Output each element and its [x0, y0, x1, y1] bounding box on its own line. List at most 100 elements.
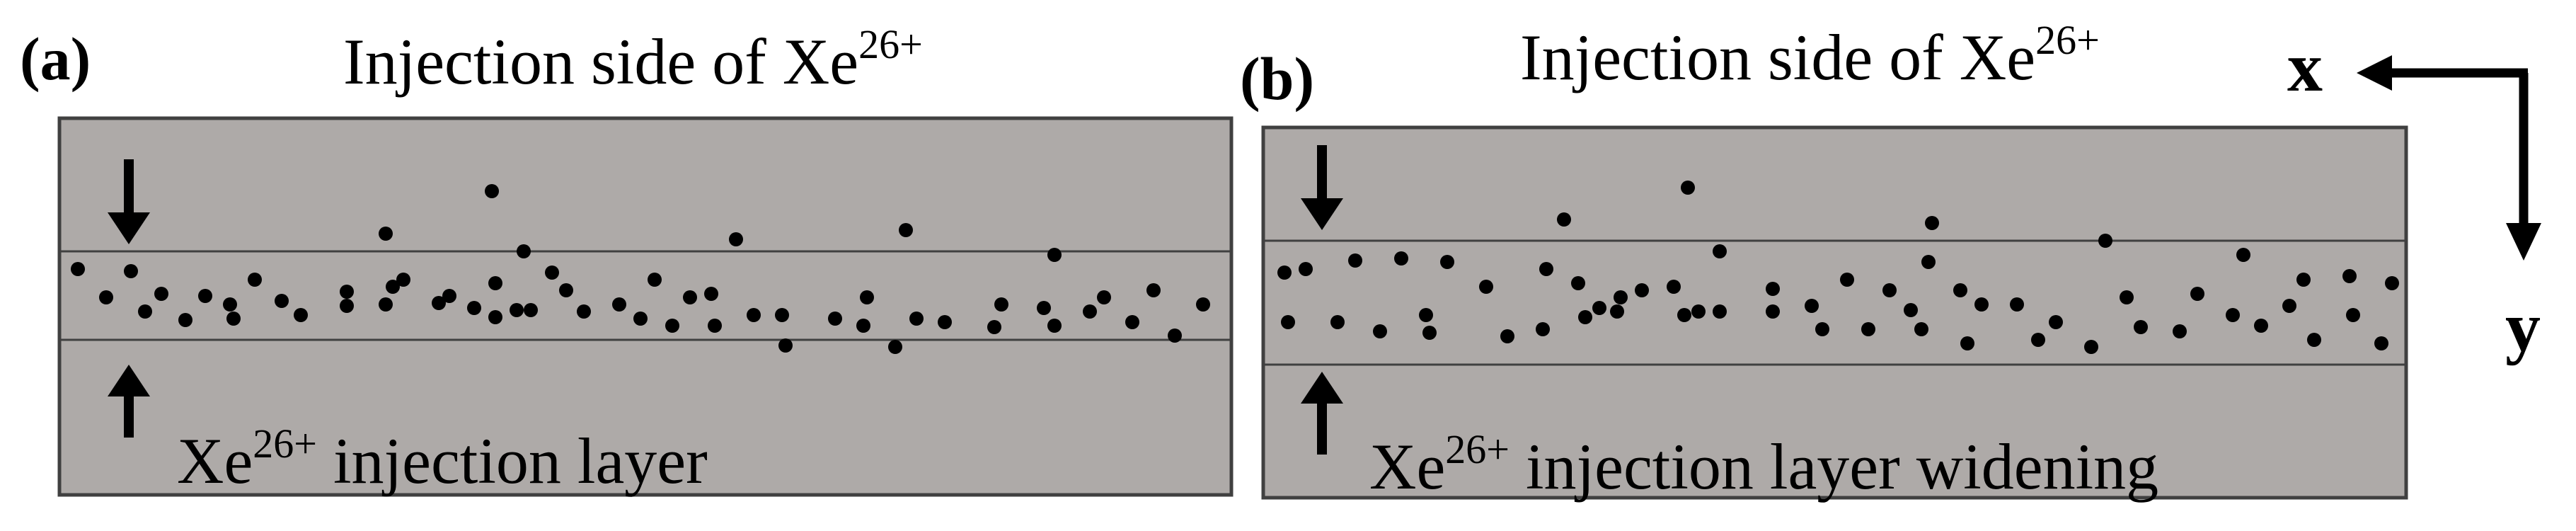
panel-a-ion-dot	[124, 264, 138, 278]
panel-b-ion-dot	[1592, 301, 1606, 315]
panel-b-ion-dot	[2374, 336, 2388, 350]
panel-b-ion-dot	[2031, 333, 2045, 347]
panel-a-ion-dot	[198, 289, 212, 303]
panel-b-ion-dot	[2084, 340, 2098, 354]
panel-a-ion-dot	[517, 244, 531, 258]
panel-b-ion-dot	[2385, 276, 2399, 290]
panel-a-ion-dot	[577, 304, 591, 319]
panel-a-ion-dot	[860, 290, 874, 304]
panel-b-ion-dot	[1539, 262, 1553, 276]
panel-b-ion-dot	[1614, 290, 1628, 304]
panel-b-ion-dot	[2226, 308, 2240, 322]
panel-b-ion-dot	[1840, 273, 1854, 287]
panel-a-ion-dot	[856, 319, 870, 333]
panel-a-ion-dot	[396, 273, 410, 287]
panel-b-ion-dot	[1925, 216, 1939, 230]
panel-b-ion-dot	[2342, 269, 2357, 283]
panel-b-ion-dot	[1861, 322, 1875, 336]
down-arrow-icon	[108, 159, 150, 244]
panel-b-ion-dot	[1766, 282, 1780, 296]
panel-b-ion-dot	[1500, 329, 1514, 343]
panel-a-ion-dot	[340, 285, 354, 299]
panel-b-ion-dot	[1882, 283, 1897, 297]
panel-b-ion-dot	[1681, 181, 1695, 195]
panel-b-top-text: Injection side of Xe	[1520, 21, 2035, 93]
left-arrow-icon	[2357, 55, 2528, 91]
panel-b-ion-dot	[1805, 299, 1819, 313]
panel-a-ion-dot	[708, 319, 722, 333]
panel-b-ion-dot	[1394, 251, 1408, 266]
axes-indicator: x y	[2287, 28, 2541, 366]
panel-a-ion-dot	[612, 297, 626, 312]
panel-b-ion-dot	[2236, 248, 2250, 262]
panel-a-ion-dot	[275, 294, 289, 308]
panel-a-ion-dot	[828, 312, 842, 326]
panel-b-ion-dot	[1440, 255, 1454, 269]
panel-b-ion-dot	[1904, 303, 1918, 317]
panel-b-ion-dot	[1953, 283, 1967, 297]
panel-a-ion-dot	[778, 338, 793, 353]
panel-a-ion-dot	[99, 290, 113, 304]
panel-a-ion-dot	[510, 303, 524, 317]
panel-b-ion-dot	[1766, 304, 1780, 319]
panel-a-ion-dot	[747, 308, 761, 322]
panel-b-box	[1261, 125, 2408, 500]
panel-a-ion-dot	[683, 290, 697, 304]
panel-a-ion-dot	[1146, 283, 1161, 297]
panel-a-ion-dot	[1168, 329, 1182, 343]
panel-b-ion-dot	[1422, 326, 1437, 340]
panel-a-ion-dot	[340, 299, 354, 313]
panel-a-ion-dot	[524, 303, 538, 317]
y-axis-label: y	[2505, 287, 2541, 366]
panel-b-ion-dot	[1974, 297, 1989, 312]
panel-a-bottom-caption: Xe26+ injection layer	[177, 421, 708, 497]
panel-b-label: (b)	[1240, 45, 1314, 113]
panel-a-ion-dot	[432, 296, 446, 310]
panel-b-top-superscript: 26+	[2035, 17, 2100, 63]
panel-a-ion-dot	[1047, 248, 1062, 262]
panel-b-ion-dot	[2307, 333, 2321, 347]
panel-b-ion-dot	[1557, 212, 1571, 227]
panel-b-ion-dot	[1921, 255, 1936, 269]
panel-a-ion-dot	[909, 312, 924, 326]
panel-a-ion-dot	[1125, 315, 1139, 329]
up-arrow-icon	[108, 365, 150, 438]
panel-a-ion-dot	[545, 266, 559, 280]
panel-b-ion-dot	[2190, 287, 2204, 301]
panel-b-bottom-caption: Xe26+ injection layer widening	[1369, 426, 2158, 503]
panel-a-ion-dot	[467, 301, 481, 315]
panel-a-ion-dot	[488, 276, 502, 290]
panel-a-ion-dot	[386, 280, 400, 294]
panel-a-ion-dot	[994, 297, 1008, 312]
panel-a-ion-dot	[899, 223, 913, 237]
panel-a-ion-dot	[488, 310, 502, 324]
up-arrow-icon	[1301, 372, 1343, 455]
panel-b-ion-dot	[2010, 297, 2024, 312]
panel-b-ions	[1277, 181, 2399, 354]
panel-a-ion-dot	[1037, 301, 1051, 315]
panel-a-top-superscript: 26+	[858, 21, 923, 67]
panel-a-label: (a)	[20, 25, 91, 93]
panel-a-box	[57, 116, 1234, 497]
panel-b-ion-dot	[1667, 280, 1681, 294]
panel-b-ion-dot	[1578, 310, 1592, 324]
panel-b-ion-dot	[2120, 290, 2134, 304]
panel-a-ion-dot	[223, 297, 237, 312]
panel-a-ion-dot	[559, 283, 573, 297]
panel-b-ion-dot	[2346, 308, 2360, 322]
down-arrow-icon	[2506, 73, 2541, 261]
panel-a-ion-dot	[888, 340, 902, 354]
panel-a-ions	[71, 184, 1210, 354]
panel-b-ion-dot	[1610, 304, 1624, 319]
panel-a-ion-dot	[648, 273, 662, 287]
panel-b-ion-dot	[1330, 315, 1345, 329]
x-axis-label: x	[2287, 28, 2323, 106]
panel-b-ion-dot	[1914, 322, 1928, 336]
panel-b-ion-dot	[2296, 273, 2311, 287]
panel-b-bottom-text-post: injection layer widening	[1510, 430, 2158, 503]
panel-a-ion-dot	[154, 287, 168, 301]
panel-a-ion-dot	[1196, 297, 1210, 312]
panel-a-ion-dot	[442, 289, 456, 303]
panel-b-ion-dot	[1281, 315, 1295, 329]
